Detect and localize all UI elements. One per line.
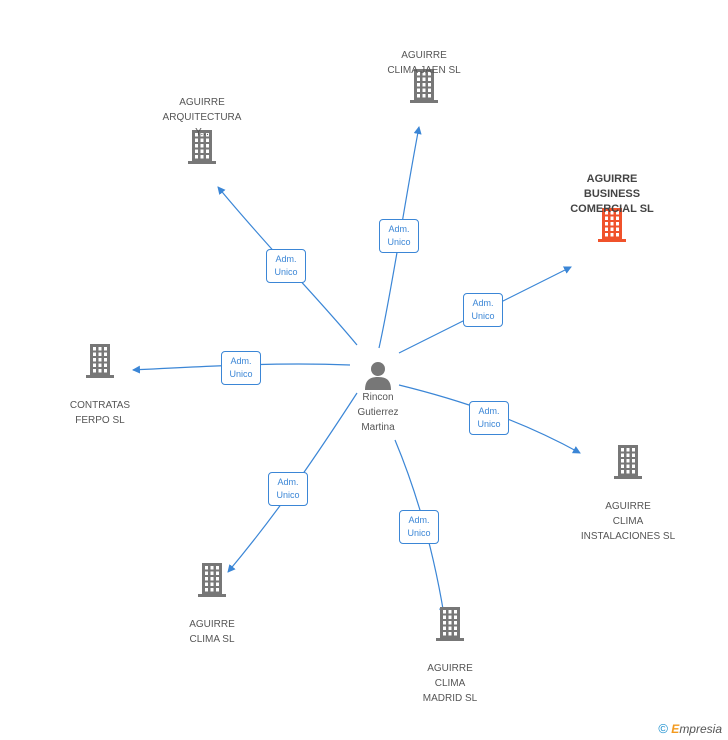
company-name-instalaciones[interactable]: AGUIRRE CLIMA INSTALACIONES SL: [580, 501, 676, 542]
company-node-jaen[interactable]: [410, 69, 438, 103]
person-icon: [365, 362, 391, 390]
company-name-clima[interactable]: AGUIRRE CLIMA SL: [189, 619, 235, 645]
relation-label-madrid[interactable]: Adm. Unico: [399, 510, 439, 544]
person-name: Rincon Gutierrez Martina: [357, 392, 399, 433]
company-node-arquitectura[interactable]: [188, 130, 216, 164]
relation-label-business[interactable]: Adm. Unico: [463, 293, 503, 327]
building-icon: [436, 607, 464, 641]
brand-initial: E: [671, 722, 680, 736]
company-name-jaen[interactable]: AGUIRRE CLIMA JAEN SL: [387, 50, 461, 76]
company-name-arquitectura[interactable]: AGUIRRE ARQUITECTURA Y...: [162, 97, 242, 138]
person-node[interactable]: Rincon Gutierrez Martina: [342, 360, 414, 435]
company-node-instalaciones[interactable]: [614, 445, 642, 479]
building-icon: [598, 208, 626, 242]
building-icon: [614, 445, 642, 479]
company-name-contratas[interactable]: CONTRATAS FERPO SL: [69, 400, 131, 426]
company-node-contratas[interactable]: [86, 344, 114, 378]
company-name-madrid[interactable]: AGUIRRE CLIMA MADRID SL: [422, 663, 478, 704]
building-icon: [188, 130, 216, 164]
brand-name: mpresia: [679, 722, 722, 736]
brand-footer: © Empresia: [658, 721, 722, 736]
company-node-madrid[interactable]: [436, 607, 464, 641]
building-icon: [198, 563, 226, 597]
relation-label-clima[interactable]: Adm. Unico: [268, 472, 308, 506]
relation-label-jaen[interactable]: Adm. Unico: [379, 219, 419, 253]
company-name-business[interactable]: AGUIRRE BUSINESS COMERCIAL SL: [570, 173, 654, 215]
copyright-symbol: ©: [658, 721, 668, 736]
building-icon: [86, 344, 114, 378]
company-node-clima[interactable]: [198, 563, 226, 597]
company-node-business[interactable]: [598, 208, 626, 242]
relation-label-instalaciones[interactable]: Adm. Unico: [469, 401, 509, 435]
building-icon: [410, 69, 438, 103]
relation-label-arquitectura[interactable]: Adm. Unico: [266, 249, 306, 283]
relation-label-contratas[interactable]: Adm. Unico: [221, 351, 261, 385]
